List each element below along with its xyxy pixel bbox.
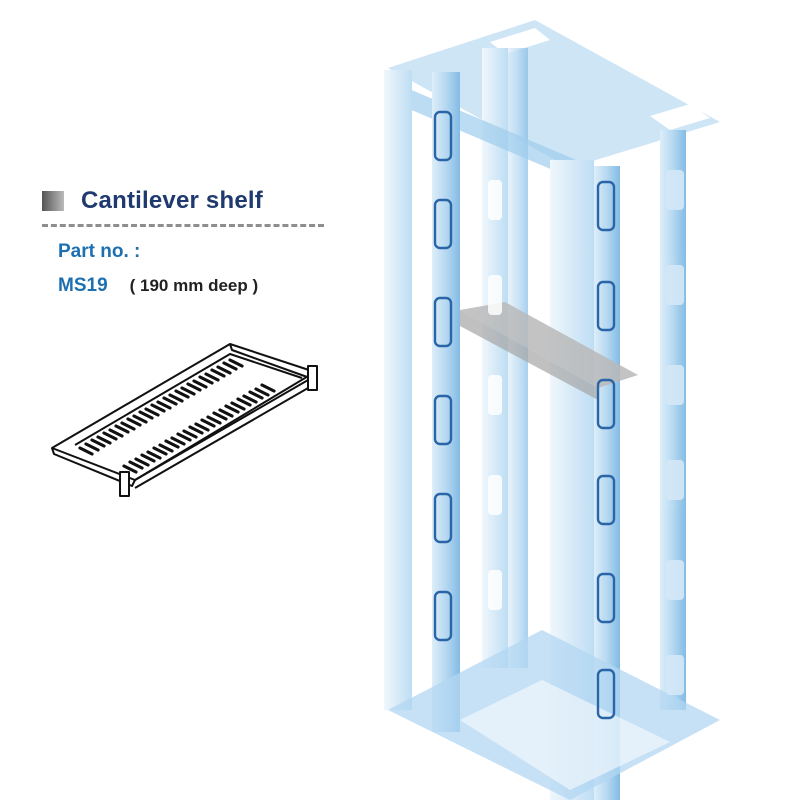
gradient-square-icon — [42, 191, 64, 211]
cantilever-shelf-drawing-icon — [51, 343, 318, 497]
model-row: MS19 ( 190 mm deep ) — [58, 275, 332, 297]
part-number-label: Part no. : — [58, 241, 141, 262]
dashed-divider — [42, 224, 324, 227]
rack-frame-drawing-icon — [384, 20, 720, 800]
product-title: Cantilever shelf — [81, 187, 263, 214]
model-number: MS19 — [58, 275, 108, 296]
depth-note: ( 190 mm deep ) — [129, 276, 259, 295]
product-label-block: Cantilever shelf Part no. : MS19 ( 190 m… — [42, 186, 332, 297]
title-row: Cantilever shelf — [42, 186, 332, 216]
